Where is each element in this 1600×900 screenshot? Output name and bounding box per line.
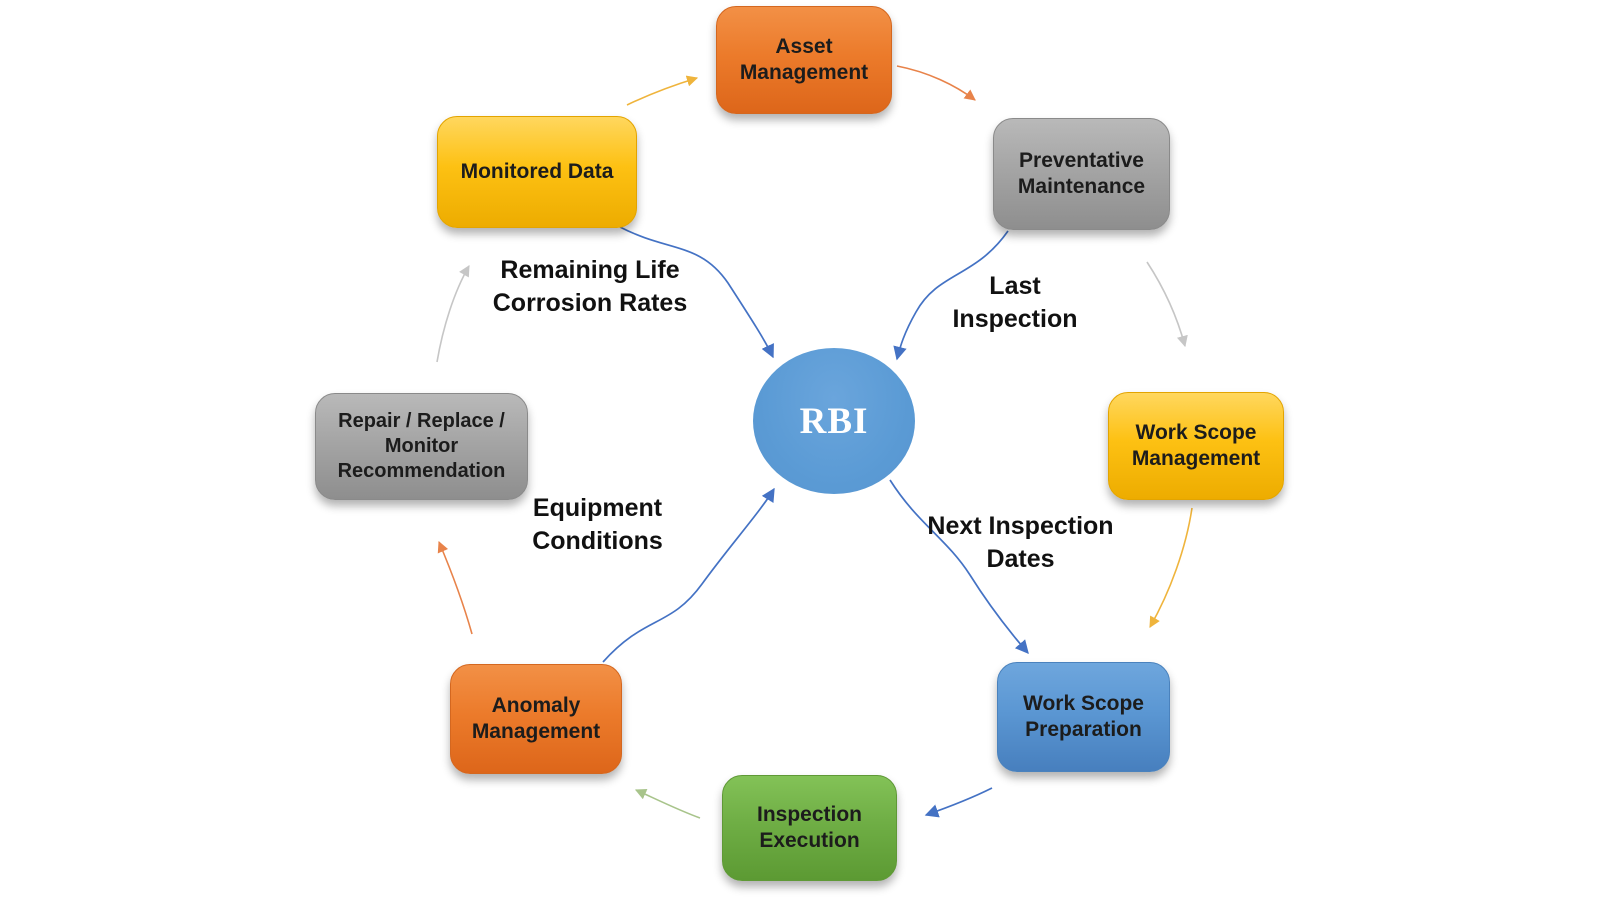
edge-preventative-maintenance-to-work-scope-management: [1146, 261, 1188, 348]
label-remaining-life-corrosion-rates: Remaining Life Corrosion Rates: [492, 256, 688, 317]
edge-rbi-to-work-scope-preparation: [889, 479, 1029, 655]
node-repair-replace-monitor: Repair / Replace / Monitor Recommendatio…: [315, 393, 528, 500]
edge-repair-replace-to-monitored-data: [436, 265, 470, 363]
edge-work-scope-preparation-to-inspection-execution: [924, 787, 993, 818]
node-work-scope-preparation: Work Scope Preparation: [997, 662, 1170, 772]
node-monitored-data: Monitored Data: [437, 116, 637, 228]
edge-anomaly-management-to-rbi: [602, 487, 775, 663]
edge-preventative-maintenance-to-rbi: [893, 230, 1009, 361]
node-inspection-execution: Inspection Execution: [722, 775, 897, 881]
edge-anomaly-management-to-repair-replace: [437, 540, 473, 635]
edge-monitored-data-to-asset-management: [626, 75, 699, 106]
node-asset-management: Asset Management: [716, 6, 892, 114]
label-equipment-conditions: Equipment Conditions: [532, 494, 663, 555]
node-work-scope-management: Work Scope Management: [1108, 392, 1284, 500]
label-next-inspection-dates: Next Inspection Dates: [927, 512, 1114, 573]
rbi-center-circle: RBI: [753, 348, 915, 494]
edge-inspection-execution-to-anomaly-management: [634, 789, 701, 819]
edge-work-scope-management-to-work-scope-preparation: [1149, 507, 1193, 628]
node-anomaly-management: Anomaly Management: [450, 664, 622, 774]
edge-monitored-data-to-rbi: [619, 226, 774, 359]
label-last-inspection: Last Inspection: [952, 272, 1078, 333]
edge-asset-management-to-preventative-maintenance: [896, 65, 976, 101]
node-preventative-maintenance: Preventative Maintenance: [993, 118, 1170, 230]
